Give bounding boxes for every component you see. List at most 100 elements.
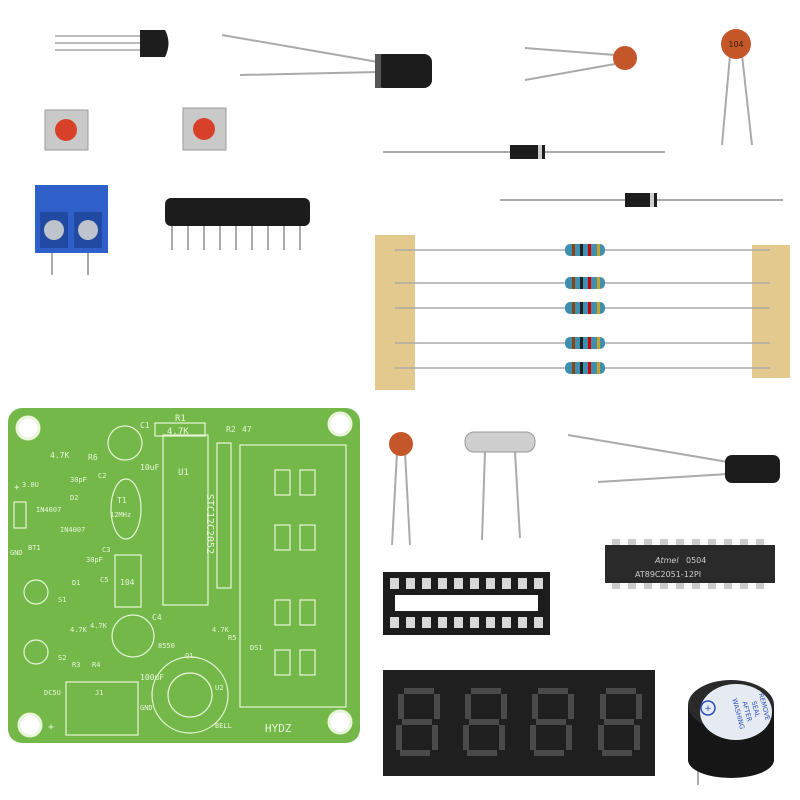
- pcb-label: U2: [215, 684, 223, 692]
- pin: [740, 539, 748, 545]
- resistor-band: [572, 302, 575, 314]
- pcb-label: IN4007: [60, 526, 85, 534]
- pcb-label: DC5U: [44, 689, 61, 697]
- chip-brand: Atmel: [654, 556, 679, 565]
- pcb-label: 4.7K: [90, 622, 108, 630]
- resistor-band: [580, 277, 583, 289]
- pcb-label: 100uF: [140, 673, 164, 682]
- display-segment: [400, 750, 430, 756]
- display-segment: [604, 719, 634, 725]
- socket-hole: [470, 578, 479, 589]
- diode: [500, 193, 783, 207]
- pcb-label: C2: [98, 472, 106, 480]
- pin: [628, 583, 636, 589]
- socket-hole: [518, 578, 527, 589]
- pcb-label: C1: [140, 421, 150, 430]
- buzzer: + REMOVE SEAL AFTER WASHING: [688, 680, 774, 785]
- socket-hole: [534, 578, 543, 589]
- ceramic-capacitor-small: [389, 432, 413, 546]
- display-segment: [499, 725, 505, 750]
- pcb-label: 4.7K: [212, 626, 230, 634]
- pcb-digit-outline: [274, 469, 291, 496]
- pcb-label: R5: [228, 634, 236, 642]
- resistor-band: [597, 362, 600, 374]
- pin: [660, 583, 668, 589]
- pcb-label: GND: [140, 704, 153, 712]
- pcb-mcu-label: STC12C2052: [204, 494, 215, 554]
- pcb-label: 104: [120, 578, 135, 587]
- pcb-label: 8550: [158, 642, 175, 650]
- display-segment: [432, 725, 438, 750]
- pcb-digit-outline: [299, 469, 316, 496]
- pcb-digit-outline: [274, 599, 291, 626]
- resistor-band: [588, 244, 591, 256]
- push-button: [44, 109, 89, 151]
- transistor: [55, 30, 169, 57]
- pin: [692, 583, 700, 589]
- pcb-digit-outline: [274, 649, 291, 676]
- display-segment: [530, 725, 536, 750]
- pcb-label: IN4007: [36, 506, 61, 514]
- display-segment: [501, 694, 507, 719]
- buzzer-plus: +: [704, 704, 712, 714]
- resistor-band: [580, 244, 583, 256]
- pin: [724, 539, 732, 545]
- display-segment: [636, 694, 642, 719]
- display-segment: [465, 694, 471, 719]
- seven-segment-display: [383, 670, 655, 776]
- capacitor-label: 104: [728, 40, 743, 49]
- resistor-network: [165, 198, 310, 250]
- socket-hole: [454, 578, 463, 589]
- socket-hole: [454, 617, 463, 628]
- pcb-label: R1: [175, 414, 186, 424]
- display-segment: [469, 719, 499, 725]
- display-segment: [402, 719, 432, 725]
- pin: [644, 539, 652, 545]
- socket-hole: [486, 578, 495, 589]
- display-segment: [471, 688, 501, 694]
- socket-hole: [390, 617, 399, 628]
- pcb-label: C5: [100, 576, 108, 584]
- pin: [644, 583, 652, 589]
- diode: [383, 145, 665, 159]
- socket-hole: [470, 617, 479, 628]
- pcb-label: 30pF: [86, 556, 103, 564]
- display-segment: [598, 725, 604, 750]
- display-segment: [600, 694, 606, 719]
- pcb-label: T1: [117, 496, 127, 505]
- display-segment: [568, 694, 574, 719]
- display-segment: [396, 725, 402, 750]
- electrolytic-capacitor: [221, 34, 432, 88]
- pcb-label: GND: [10, 549, 23, 557]
- pcb-label: 4.7K: [70, 626, 88, 634]
- display-segment: [398, 694, 404, 719]
- display-segment: [602, 750, 632, 756]
- resistor-band: [597, 302, 600, 314]
- ic-socket: [383, 572, 550, 635]
- socket-hole: [438, 578, 447, 589]
- resistor-band: [572, 244, 575, 256]
- pcb-label: BT1: [28, 544, 41, 552]
- pcb-label: U1: [178, 468, 189, 478]
- pcb-label: J1: [95, 689, 103, 697]
- pcb-digit-outline: [299, 599, 316, 626]
- socket-hole: [422, 617, 431, 628]
- pcb-label: 4.7K: [167, 427, 189, 437]
- terminal-block: [35, 185, 108, 275]
- socket-hole: [390, 578, 399, 589]
- display-segment: [634, 725, 640, 750]
- resistor-strip: [375, 235, 790, 390]
- pcb-label: D2: [70, 494, 78, 502]
- resistor-band: [572, 277, 575, 289]
- ceramic-capacitor-small: [524, 46, 637, 81]
- display-segment: [463, 725, 469, 750]
- display-segment: [467, 750, 497, 756]
- socket-hole: [406, 617, 415, 628]
- pin: [676, 583, 684, 589]
- pcb-label: R4: [92, 661, 100, 669]
- crystal-oscillator: [464, 431, 536, 541]
- resistor-band: [588, 277, 591, 289]
- resistor-band: [580, 302, 583, 314]
- chip-date-code: 0504: [686, 556, 706, 565]
- pcb-label: 12MHz: [110, 511, 131, 519]
